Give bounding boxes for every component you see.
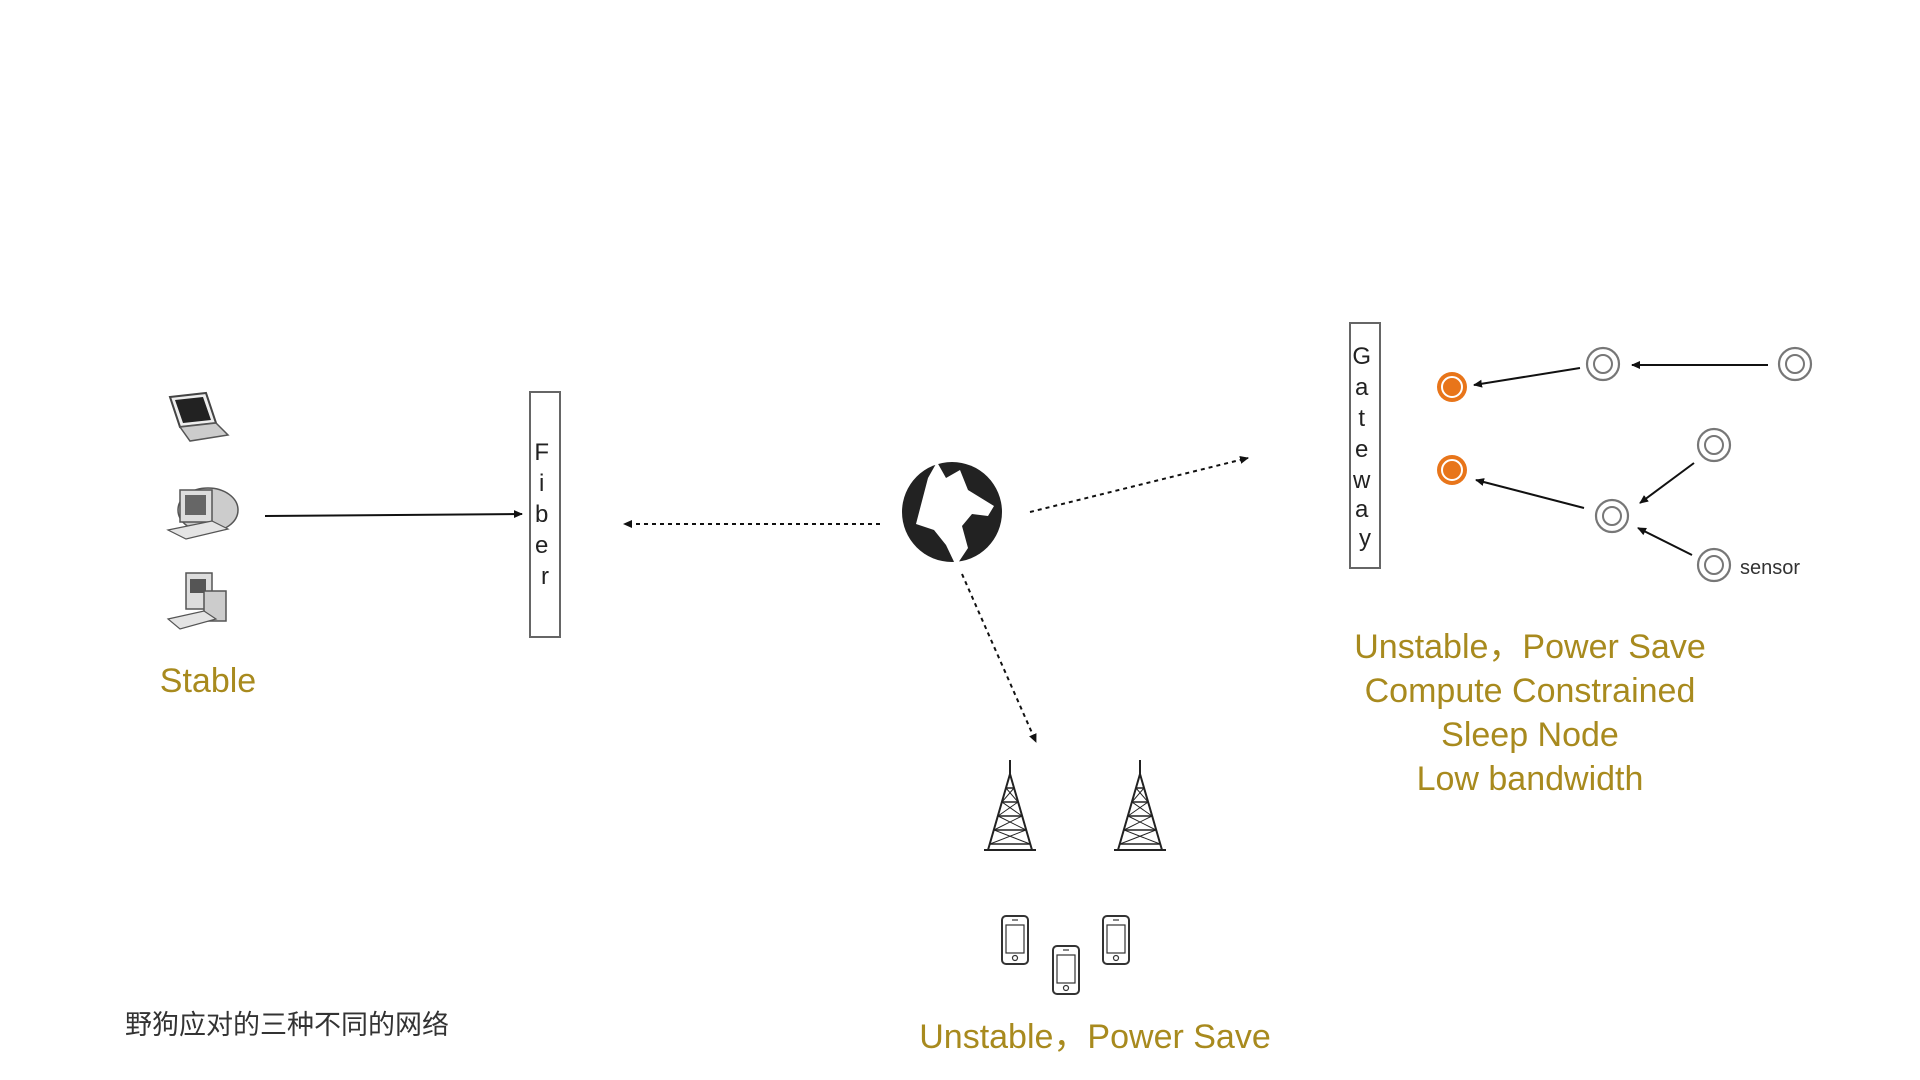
fiber-box — [529, 391, 561, 638]
desktop-icon — [166, 487, 239, 540]
iot-caption-line-3: Sleep Node — [1441, 716, 1619, 754]
mesh-link-arrow — [1639, 462, 1695, 504]
footer-caption: 野狗应对的三种不同的网络 — [125, 1010, 449, 1040]
sensor-node-icon — [1585, 346, 1621, 382]
gateway-box — [1349, 322, 1381, 569]
fiber-label: F i b e r — [534, 439, 555, 590]
dashed-link-to-towers — [961, 573, 1037, 743]
sensor-label: sensor — [1740, 557, 1800, 579]
sensor-node-icon — [1696, 547, 1732, 583]
smartphone-icon — [1102, 915, 1130, 965]
gateway-label: G a t e w a y — [1352, 343, 1378, 552]
iot-caption-line-2: Compute Constrained — [1365, 672, 1696, 710]
smartphone-icon — [1052, 945, 1080, 995]
mesh-link-arrow — [1637, 527, 1693, 556]
mesh-link-arrow — [1475, 478, 1585, 509]
desktop-tower-icon — [166, 572, 227, 630]
cell-tower-icon — [983, 759, 1037, 851]
smartphone-icon — [1001, 915, 1029, 965]
mobile-caption: Unstable，Power Save — [919, 1018, 1271, 1056]
mesh-link-arrow — [1473, 367, 1581, 388]
active-node-icon — [1436, 371, 1468, 403]
dashed-link-to-gateway — [1029, 456, 1249, 513]
wired-link-arrow — [264, 510, 523, 519]
sensor-node-icon — [1777, 346, 1813, 382]
sensor-node-icon — [1594, 498, 1630, 534]
laptop-icon — [168, 391, 230, 442]
iot-caption-line-1: Unstable，Power Save — [1354, 628, 1706, 666]
stable-label: Stable — [160, 662, 256, 700]
sensor-node-icon — [1696, 427, 1732, 463]
cell-tower-icon — [1113, 759, 1167, 851]
active-node-icon — [1436, 454, 1468, 486]
iot-caption-line-4: Low bandwidth — [1417, 760, 1644, 798]
wolf-logo-icon — [902, 462, 1002, 566]
